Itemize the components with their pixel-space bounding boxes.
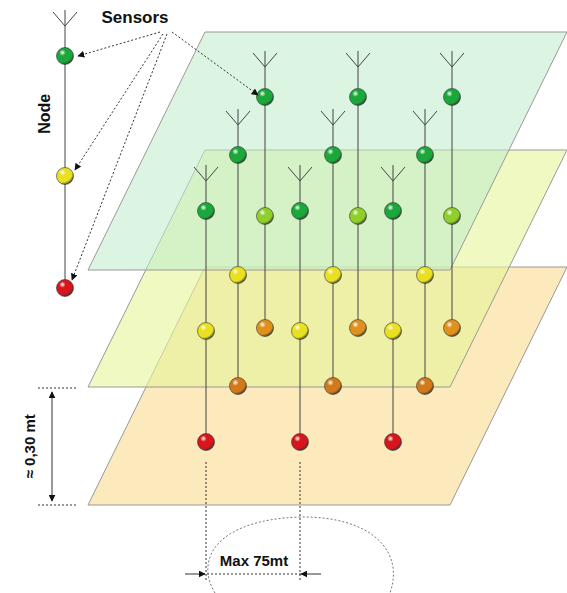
sensor-sphere [57, 280, 74, 297]
antenna-arm [452, 53, 464, 67]
sensor-sphere [257, 320, 274, 337]
sensor-sphere [444, 320, 461, 337]
sensor-sphere [57, 168, 74, 185]
antenna-mast [333, 109, 334, 125]
antenna-arm [238, 111, 250, 125]
sensor-sphere [325, 267, 342, 284]
antenna-mast [393, 165, 394, 181]
sensor-sphere [417, 267, 434, 284]
example-node-stem [65, 26, 66, 288]
leader-lines [72, 32, 258, 280]
front-node-stem [393, 181, 394, 442]
sensor-sphere [257, 89, 274, 106]
antenna-arm [358, 53, 370, 67]
antenna-arm [194, 167, 206, 181]
antenna-arm [53, 12, 65, 26]
sensor-sphere [198, 203, 215, 220]
middle-node-stem [333, 125, 334, 386]
antenna-arm [413, 111, 425, 125]
antenna-arm [440, 53, 452, 67]
antenna-arm [393, 167, 405, 181]
height-label: ≈ 0,30 mt [22, 412, 39, 480]
antenna-arm [253, 53, 265, 67]
sensor-sphere [385, 434, 402, 451]
sensor-sphere [198, 434, 215, 451]
sensor-sphere [350, 89, 367, 106]
antenna-mast [238, 109, 239, 125]
distance-dimension [185, 462, 393, 593]
sensor-sphere [325, 147, 342, 164]
sensor-sphere [325, 378, 342, 395]
antenna-arm [288, 167, 300, 181]
antenna-arm [346, 53, 358, 67]
sensor-sphere [350, 320, 367, 337]
antenna-arm [300, 167, 312, 181]
sensor-sphere [417, 147, 434, 164]
antenna-arm [65, 12, 77, 26]
back-node-stem [265, 67, 266, 328]
distance-label: Max 75mt [218, 553, 290, 570]
antenna-mast [452, 51, 453, 67]
front-node-stem [300, 181, 301, 442]
antenna-mast [65, 10, 66, 26]
antenna-arm [265, 53, 277, 67]
sensor-poles [53, 10, 464, 451]
sensor-sphere [385, 323, 402, 340]
sensor-sphere [292, 323, 309, 340]
height-dimension [38, 388, 76, 505]
antenna-arm [206, 167, 218, 181]
sensor-sphere [292, 434, 309, 451]
antenna-mast [206, 165, 207, 181]
sensor-sphere [444, 89, 461, 106]
sensor-sphere [350, 208, 367, 225]
antenna-arm [321, 111, 333, 125]
sensor-sphere [230, 147, 247, 164]
sensor-sphere [292, 203, 309, 220]
sensors-label: Sensors [101, 9, 168, 28]
sensor-sphere [230, 267, 247, 284]
front-node-stem [206, 181, 207, 442]
antenna-arm [226, 111, 238, 125]
middle-node-stem [238, 125, 239, 386]
antenna-mast [265, 51, 266, 67]
antenna-mast [358, 51, 359, 67]
antenna-arm [425, 111, 437, 125]
sensor-sphere [198, 323, 215, 340]
sensor-sphere [444, 208, 461, 225]
sensor-sphere [417, 378, 434, 395]
top-plane [88, 32, 567, 270]
antenna-arm [381, 167, 393, 181]
sensor-sphere [385, 203, 402, 220]
antenna-arm [333, 111, 345, 125]
back-node-stem [358, 67, 359, 328]
sensor-sphere [257, 208, 274, 225]
antenna-mast [300, 165, 301, 181]
sensor-sphere [230, 378, 247, 395]
middle-node-stem [425, 125, 426, 386]
node-label: Node [36, 94, 54, 134]
antenna-mast [425, 109, 426, 125]
back-node-stem [452, 67, 453, 328]
sensor-sphere [57, 48, 74, 65]
